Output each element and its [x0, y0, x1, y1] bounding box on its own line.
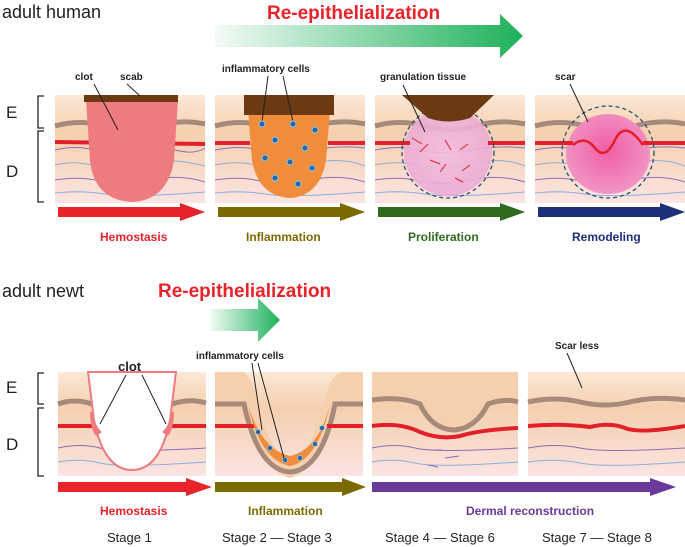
human-phase-inflammation: Inflammation: [246, 230, 321, 244]
human-panel-inflammation: [214, 95, 366, 203]
newt-epidermis-cover: [215, 372, 363, 478]
newt-clot-label: clot: [118, 359, 142, 374]
human-bracket-e: [37, 95, 44, 129]
human-layer-e: E: [6, 103, 17, 122]
inflamed-area: [248, 110, 330, 198]
human-scar-label: scar: [555, 72, 576, 83]
human-layer-d: D: [6, 162, 18, 181]
newt-reepi-arrow: [210, 298, 280, 342]
human-panel-remodeling: [534, 95, 685, 203]
newt-panel-stage1: [57, 371, 207, 476]
newt-phase-inflammation: Inflammation: [248, 504, 323, 518]
newt-arrow-inflammation: [215, 478, 366, 496]
human-granulation-label: granulation tissue: [380, 72, 467, 83]
newt-phase-arrows: [58, 478, 676, 496]
human-panel-proliferation: [374, 95, 526, 203]
scab-shape: [84, 95, 178, 102]
human-reepi-label: Re-epithelialization: [267, 3, 440, 24]
human-arrow-hemostasis: [58, 203, 205, 221]
newt-epidermis-dip: [372, 372, 518, 432]
human-panel-hemostasis: [54, 95, 206, 203]
newt-clot-pointer-1: [99, 374, 127, 425]
human-phase-arrows: [58, 203, 685, 221]
human-clot-label: clot: [75, 72, 93, 83]
newt-panel-stage4-6: [371, 372, 519, 476]
newt-reepi-label: Re-epithelialization: [158, 281, 331, 302]
newt-heading: adult newt: [2, 281, 84, 301]
scar-pointer: [569, 83, 589, 123]
clot-shape: [86, 100, 178, 202]
human-phase-hemostasis: Hemostasis: [100, 230, 168, 244]
stage-label-7-8: Stage 7 — Stage 8: [542, 530, 652, 545]
newt-cells-pointer-1: [251, 362, 263, 431]
stage-label-2-3: Stage 2 — Stage 3: [222, 530, 332, 545]
human-reepi-arrow: [215, 14, 523, 58]
newt-scarless-label: Scar less: [555, 341, 599, 352]
newt-clot-pointer-2: [141, 374, 167, 425]
scarless-pointer: [566, 352, 583, 389]
cells-pointer-2: [282, 75, 294, 123]
newt-phase-dermal-reconstruction: Dermal reconstruction: [466, 504, 594, 518]
human-inflammatory-label: inflammatory cells: [222, 64, 310, 75]
human-phase-proliferation: Proliferation: [408, 230, 479, 244]
cells-pointer-1: [261, 75, 269, 123]
newt-cells-pointer-2: [257, 362, 285, 459]
newt-layer-e: E: [6, 378, 17, 397]
newt-phase-hemostasis: Hemostasis: [100, 504, 168, 518]
scab-pointer: [126, 83, 141, 97]
granulation-pointer: [402, 84, 426, 133]
human-bracket-d: [37, 130, 44, 203]
clot-pointer: [93, 83, 119, 131]
scar-area: [566, 114, 650, 194]
newt-bracket-d: [37, 407, 44, 477]
newt-inflammatory-label: inflammatory cells: [196, 351, 284, 362]
inflammatory-cells-human: [258, 120, 319, 188]
scab-shape-3: [402, 95, 494, 122]
granulation-tissue-area: [404, 108, 492, 196]
newt-panel-stage7-8: [527, 372, 685, 476]
newt-panel-stage2-3: [215, 372, 363, 478]
stage-label-1: Stage 1: [107, 530, 152, 545]
stage-label-4-6: Stage 4 — Stage 6: [385, 530, 495, 545]
human-arrow-remodeling: [538, 203, 685, 221]
human-arrow-inflammation: [218, 203, 365, 221]
newt-bracket-e: [37, 372, 44, 405]
human-scab-label: scab: [120, 72, 143, 83]
human-phase-remodeling: Remodeling: [572, 230, 641, 244]
newt-arrow-dermal-reconstruction: [372, 478, 676, 496]
human-arrow-proliferation: [378, 203, 525, 221]
newt-arrow-hemostasis: [58, 478, 212, 496]
newt-layer-d: D: [6, 435, 18, 454]
human-heading: adult human: [2, 2, 101, 22]
